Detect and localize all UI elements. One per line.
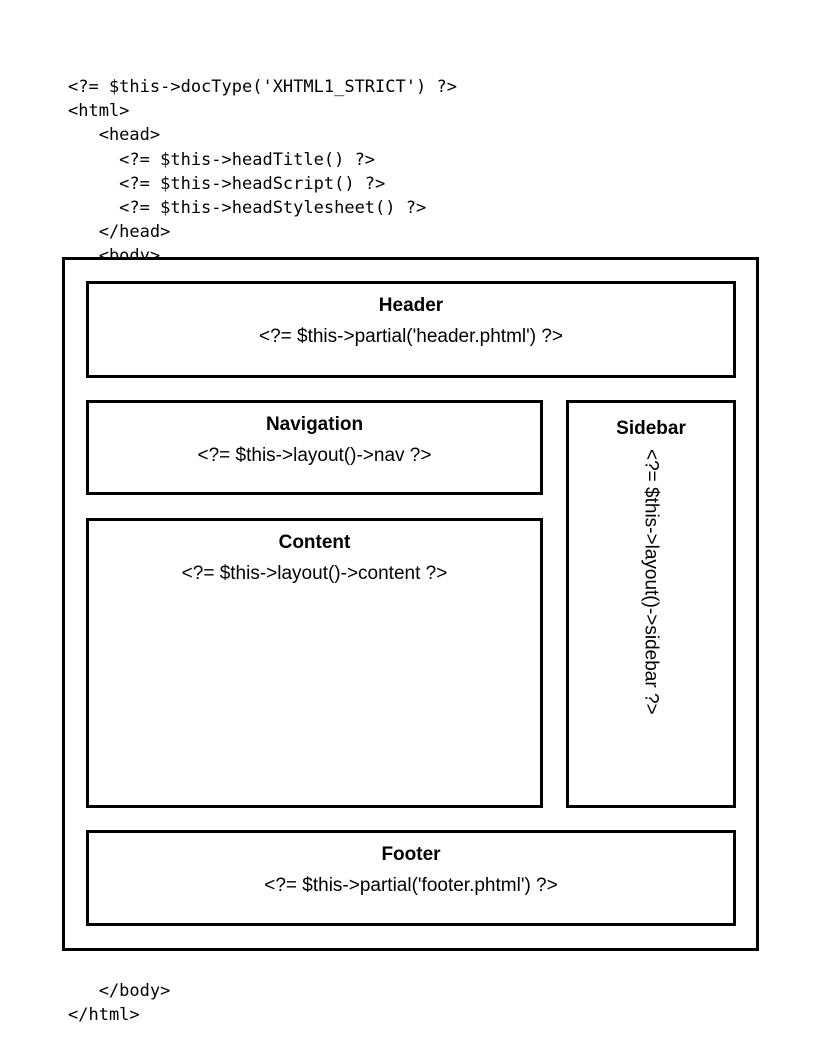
region-footer: Footer <?= $this->partial('footer.phtml'… [86,830,736,926]
region-footer-title: Footer [381,844,441,865]
region-navigation-title: Navigation [265,414,364,435]
code-block-close-tags: </body> </html> [68,981,171,1026]
region-navigation-code: <?= $this->layout()->nav ?> [197,444,432,466]
code-block-open-tags: <?= $this->docType('XHTML1_STRICT') ?> <… [68,77,457,266]
region-sidebar: Sidebar <?= $this->layout()->sidebar ?> [566,400,736,808]
region-navigation: Navigation <?= $this->layout()->nav ?> [86,400,543,495]
region-header-title: Header [378,295,444,316]
region-header: Header <?= $this->partial('header.phtml'… [86,281,736,378]
region-sidebar-code: <?= $this->layout()->sidebar ?> [640,448,662,715]
region-sidebar-title: Sidebar [616,418,686,439]
region-footer-code: <?= $this->partial('footer.phtml') ?> [264,874,558,896]
region-content-title: Content [278,532,351,553]
region-content: Content <?= $this->layout()->content ?> [86,518,543,808]
region-sidebar-code-wrapper: <?= $this->layout()->sidebar ?> [569,441,733,771]
region-content-code: <?= $this->layout()->content ?> [181,562,448,584]
region-header-code: <?= $this->partial('header.phtml') ?> [258,325,564,347]
